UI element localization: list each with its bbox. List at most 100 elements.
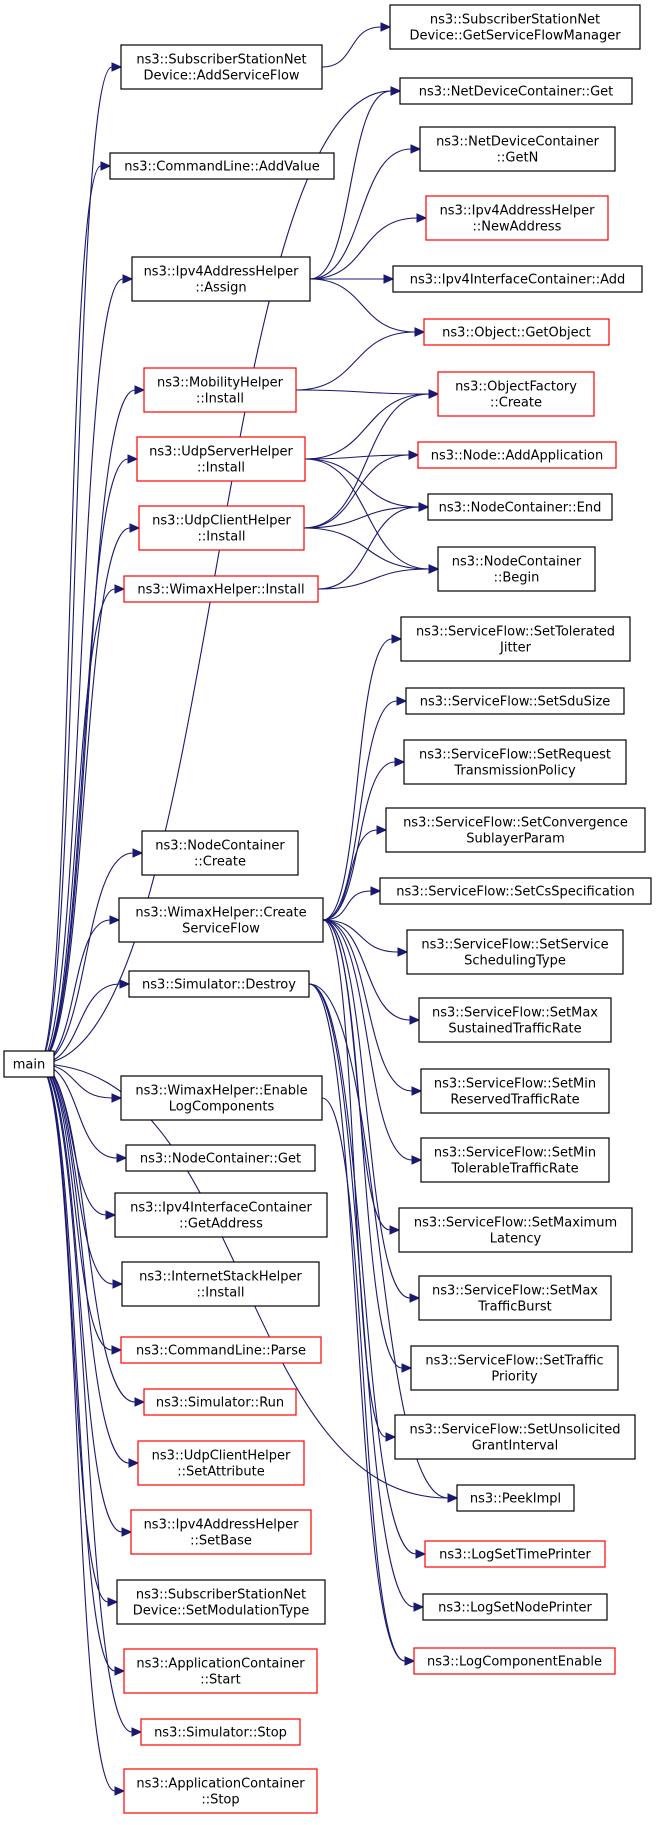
node-log-settime[interactable]: ns3::LogSetTimePrinter (424, 1540, 606, 1568)
node-sf-reqtx[interactable]: ns3::ServiceFlow::SetRequestTransmission… (403, 739, 627, 785)
node-label-line: ns3::ServiceFlow::SetMin (434, 1146, 596, 1161)
node-box (413, 1647, 616, 1675)
node-label-line: ns3::Simulator::Run (156, 1396, 284, 1411)
node-sf-mintol[interactable]: ns3::ServiceFlow::SetMinTolerableTraffic… (420, 1137, 610, 1183)
node-label-line: ns3::WimaxHelper::Create (135, 906, 306, 921)
node-box (403, 739, 627, 785)
node-label-line: ns3::NodeContainer::Get (140, 1152, 301, 1167)
node-ss-addsf[interactable]: ns3::SubscriberStationNetDevice::AddServ… (120, 44, 323, 90)
node-ipv4-newaddr[interactable]: ns3::Ipv4AddressHelper::NewAddress (425, 195, 609, 241)
node-box (394, 1414, 636, 1460)
node-label-line: ns3::CommandLine::Parse (136, 1344, 306, 1359)
node-cmd-parse[interactable]: ns3::CommandLine::Parse (120, 1336, 322, 1364)
node-label-line: ns3::SubscriberStationNet (136, 53, 306, 68)
node-wimax-install[interactable]: ns3::WimaxHelper::Install (123, 575, 319, 603)
node-label-line: ns3::ServiceFlow::SetCsSpecification (396, 885, 634, 900)
node-sim-destroy[interactable]: ns3::Simulator::Destroy (128, 970, 310, 998)
edge-main-to-sim_stop (37, 1063, 143, 1737)
node-label-line: Latency (490, 1232, 542, 1247)
node-node-addapp[interactable]: ns3::Node::AddApplication (417, 441, 617, 469)
node-udpc-setattr[interactable]: ns3::UdpClientHelper::SetAttribute (137, 1440, 305, 1486)
node-label-line: ns3::ServiceFlow::SetSduSize (420, 695, 611, 710)
node-sim-stop[interactable]: ns3::Simulator::Stop (140, 1718, 301, 1746)
node-main[interactable]: main (3, 1050, 55, 1078)
node-objf-create[interactable]: ns3::ObjectFactory::Create (437, 371, 595, 417)
edge-udpc_install-to-node_addapp (303, 450, 420, 529)
node-peekimpl[interactable]: ns3::PeekImpl (456, 1484, 575, 1512)
node-sf-minres[interactable]: ns3::ServiceFlow::SetMinReservedTrafficR… (420, 1068, 610, 1114)
node-ipv4ic-getaddr[interactable]: ns3::Ipv4InterfaceContainer::GetAddress (114, 1192, 328, 1238)
node-cmd-addvalue[interactable]: ns3::CommandLine::AddValue (109, 152, 335, 180)
node-label-line: ns3::NodeContainer::End (439, 501, 602, 516)
node-sf-sched[interactable]: ns3::ServiceFlow::SetServiceSchedulingTy… (406, 929, 624, 975)
node-label-line: ns3::Ipv4AddressHelper (144, 265, 300, 280)
edge-main-to-udpc_setattr (37, 1063, 140, 1468)
edge-udps_install-to-nc_end (304, 458, 430, 512)
node-label-line: ns3::LogSetTimePrinter (439, 1548, 591, 1563)
node-label-line: ns3::ServiceFlow::SetRequest (419, 748, 611, 763)
edge-wimax_createsf-to-sf_csspec (322, 886, 382, 921)
node-sf-conv[interactable]: ns3::ServiceFlow::SetConvergenceSublayer… (385, 807, 646, 853)
node-box (385, 807, 646, 853)
node-label-line: ns3::Ipv4AddressHelper (144, 1518, 300, 1533)
node-label-line: ns3::Ipv4AddressHelper (440, 204, 596, 219)
node-box (417, 441, 617, 469)
node-appc-start[interactable]: ns3::ApplicationContainer::Start (123, 1648, 318, 1694)
node-obj-getobject[interactable]: ns3::Object::GetObject (423, 318, 610, 346)
node-label-line: ns3::ServiceFlow::SetConvergence (403, 816, 628, 831)
node-label-line: ns3::Ipv4InterfaceContainer (130, 1201, 312, 1216)
edge-main-to-ss_setmod (37, 1063, 119, 1607)
node-label-line: ns3::ServiceFlow::SetMax (432, 1284, 598, 1299)
node-nc-get[interactable]: ns3::NodeContainer::Get (125, 1144, 316, 1172)
node-label-line: ns3::ServiceFlow::SetMin (434, 1077, 596, 1092)
edge-main-to-mob_install (37, 385, 146, 1065)
node-box (418, 1275, 612, 1321)
node-box (419, 126, 616, 172)
edge-main-to-ipv4_assign (37, 274, 134, 1065)
node-log-compenable[interactable]: ns3::LogComponentEnable (413, 1647, 616, 1675)
node-box (131, 256, 311, 302)
node-ss-getsfm[interactable]: ns3::SubscriberStationNetDevice::GetServ… (389, 4, 641, 50)
node-ndc-getn[interactable]: ns3::NetDeviceContainer::GetN (419, 126, 616, 172)
node-log-setnode[interactable]: ns3::LogSetNodePrinter (422, 1593, 608, 1621)
node-label-line: ::GetAddress (179, 1217, 263, 1232)
node-sf-maxsus[interactable]: ns3::ServiceFlow::SetMaxSustainedTraffic… (418, 997, 612, 1043)
node-box (123, 575, 319, 603)
node-label-line: ::Create (194, 855, 246, 870)
node-ipv4-setbase[interactable]: ns3::Ipv4AddressHelper::SetBase (130, 1509, 312, 1555)
node-box (406, 929, 624, 975)
node-sim-run[interactable]: ns3::Simulator::Run (143, 1388, 297, 1416)
node-mob-install[interactable]: ns3::MobilityHelper::Install (143, 367, 297, 413)
node-nc-create[interactable]: ns3::NodeContainer::Create (141, 830, 299, 876)
node-box (138, 505, 305, 551)
node-udps-install[interactable]: ns3::UdpServerHelper::Install (136, 436, 306, 482)
node-label-line: ::SetAttribute (177, 1465, 265, 1480)
node-ish-install[interactable]: ns3::InternetStackHelper::Install (121, 1261, 320, 1307)
node-label-line: ns3::ServiceFlow::SetUnsolicited (410, 1423, 621, 1438)
edge-main-to-cmd_addvalue (37, 161, 112, 1065)
node-ndc-get[interactable]: ns3::NetDeviceContainer::Get (399, 77, 633, 105)
edge-main-to-wimax_install (37, 584, 126, 1065)
node-ipv4ic-add[interactable]: ns3::Ipv4InterfaceContainer::Add (392, 265, 643, 293)
node-nc-begin[interactable]: ns3::NodeContainer::Begin (437, 546, 596, 592)
edge-udpc_install-to-objf_create (303, 389, 440, 529)
edge-udps_install-to-nc_begin (304, 458, 440, 574)
node-sf-unsol[interactable]: ns3::ServiceFlow::SetUnsolicitedGrantInt… (394, 1414, 636, 1460)
node-box (141, 830, 299, 876)
node-appc-stop[interactable]: ns3::ApplicationContainer::Stop (123, 1768, 318, 1814)
node-sf-sdu[interactable]: ns3::ServiceFlow::SetSduSize (405, 687, 625, 715)
node-label-line: ns3::NetDeviceContainer::Get (419, 85, 614, 100)
node-box (437, 371, 595, 417)
node-nc-end[interactable]: ns3::NodeContainer::End (427, 493, 613, 521)
node-udpc-install[interactable]: ns3::UdpClientHelper::Install (138, 505, 305, 551)
node-label-line: ns3::NetDeviceContainer (436, 135, 600, 150)
node-ipv4-assign[interactable]: ns3::Ipv4AddressHelper::Assign (131, 256, 311, 302)
node-sf-csspec[interactable]: ns3::ServiceFlow::SetCsSpecification (379, 877, 652, 905)
node-ss-setmod[interactable]: ns3::SubscriberStationNetDevice::SetModu… (116, 1579, 326, 1625)
